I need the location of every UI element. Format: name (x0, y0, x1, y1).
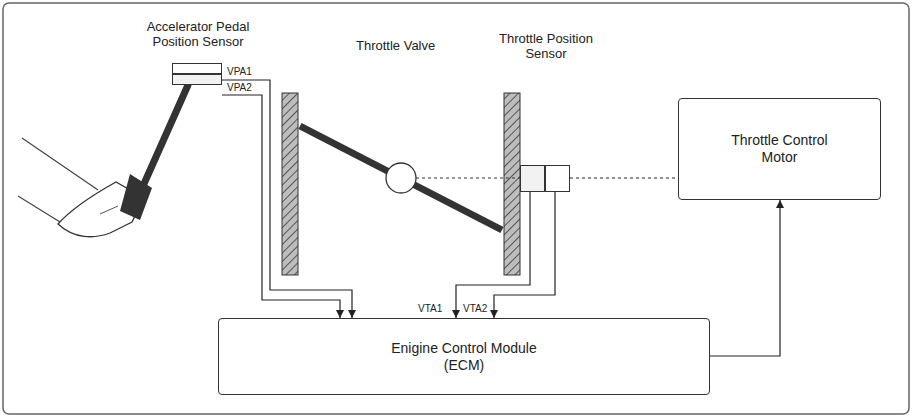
throttle-shaft-pivot (386, 163, 416, 193)
signal-wire (456, 192, 530, 318)
throttle-body-wall (282, 93, 298, 275)
sensor-box: Throttle Position Sensor (520, 165, 570, 192)
signal-name: VTA1 (417, 303, 443, 315)
signal-name: VTA2 (462, 303, 488, 315)
leg-outline (18, 196, 60, 222)
throttle-shaft (570, 177, 678, 178)
signal-name: VPA1 (226, 66, 253, 78)
pedal-arm (143, 85, 188, 186)
sensor-name: Throttle Position Sensor (484, 32, 608, 62)
shoe-detail (100, 206, 118, 214)
throttle-body-wall (504, 93, 520, 275)
signal-wire (494, 192, 555, 318)
sensor-box: Accelerator Pedal Position Sensor (172, 63, 222, 85)
signal-wire (222, 80, 352, 318)
part-label: Throttle Valve (356, 38, 435, 54)
leg-outline (22, 138, 98, 190)
signal-wire (710, 200, 780, 356)
throttle-plate (300, 126, 502, 230)
module-name: Enigine Control Module (ECM) (379, 340, 549, 374)
module-name: Throttle Control Motor (720, 132, 840, 166)
pedal-pad (120, 174, 152, 220)
module-box: Throttle Control Motor (678, 98, 881, 200)
frame (3, 3, 909, 414)
module-box: Enigine Control Module (ECM) (218, 318, 710, 395)
sensor-name: Accelerator Pedal Position Sensor (128, 20, 268, 50)
signal-name: VPA2 (226, 82, 253, 94)
signal-wire (222, 95, 340, 318)
throttle-shaft (416, 178, 520, 179)
